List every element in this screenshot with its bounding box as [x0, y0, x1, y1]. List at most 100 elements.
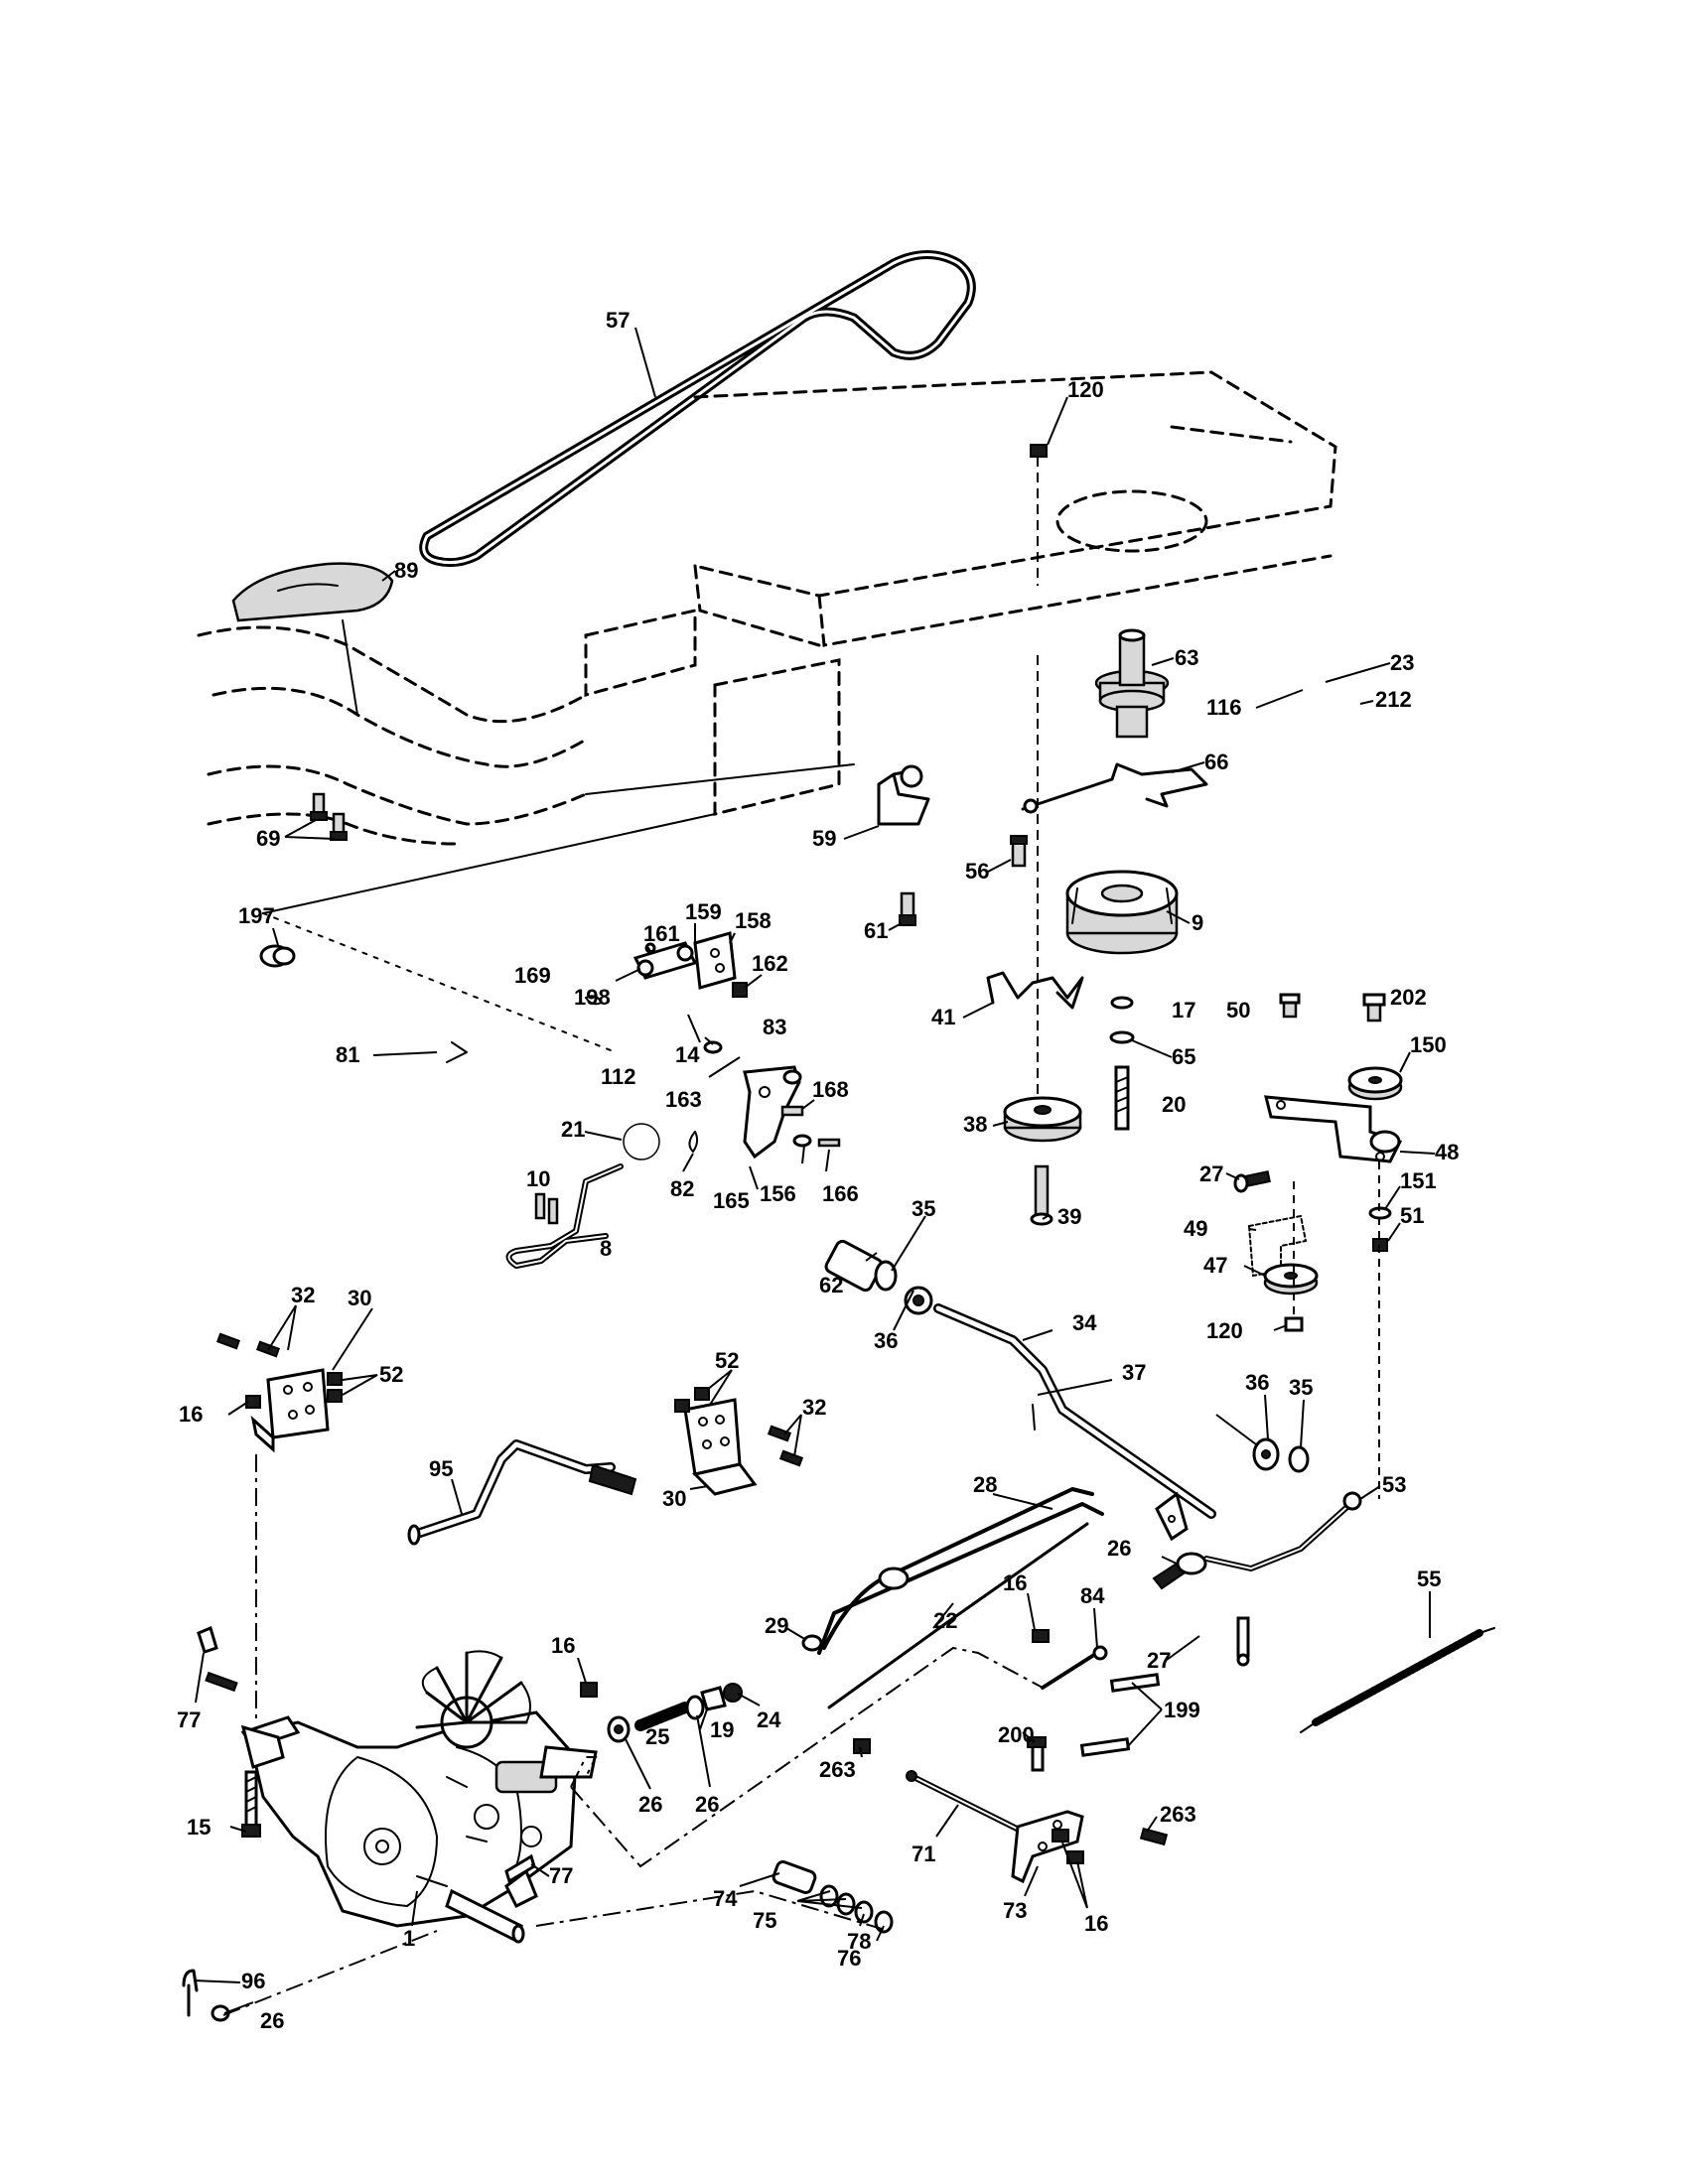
- callout-32: 32: [291, 1283, 315, 1307]
- callout-56: 56: [965, 859, 989, 884]
- shift-lever: [407, 1439, 637, 1546]
- callout-112: 112: [601, 1064, 636, 1089]
- callout-156: 156: [760, 1181, 796, 1206]
- shaft-washers: [1215, 1414, 1310, 1473]
- left-mounting-bracket: [215, 1332, 343, 1453]
- transaxle: [197, 1625, 598, 1944]
- callout-53: 53: [1382, 1472, 1406, 1497]
- callout-150: 150: [1410, 1032, 1447, 1057]
- callout-159: 159: [685, 899, 722, 924]
- callout-16-upper: 16: [551, 1633, 575, 1658]
- callout-27: 27: [1199, 1161, 1223, 1186]
- callout-labels: 57 120 89 63 23 116 212 66 69 59 56 61 9…: [177, 308, 1459, 2033]
- callout-52-center: 52: [715, 1348, 739, 1373]
- wire-guide-bracket: [877, 764, 930, 826]
- callout-169: 169: [514, 963, 551, 988]
- callout-165: 165: [713, 1188, 750, 1213]
- callout-116: 116: [1206, 695, 1242, 720]
- callout-16-lower: 16: [1084, 1911, 1108, 1936]
- control-rods: [801, 1487, 1104, 1709]
- callout-162: 162: [752, 951, 788, 976]
- callout-57: 57: [606, 308, 630, 333]
- callout-200: 200: [998, 1722, 1035, 1747]
- callout-51: 51: [1400, 1203, 1424, 1228]
- callout-202: 202: [1390, 985, 1427, 1010]
- callout-leaders: [193, 327, 1436, 2014]
- callout-15: 15: [187, 1815, 210, 1840]
- callout-83: 83: [763, 1015, 786, 1039]
- callout-69: 69: [256, 826, 280, 851]
- link-rod: [1203, 1491, 1362, 1571]
- callout-29: 29: [765, 1613, 788, 1638]
- callout-39: 39: [1057, 1204, 1081, 1229]
- callout-10: 10: [526, 1166, 550, 1191]
- callout-16-left: 16: [179, 1402, 203, 1427]
- callout-151: 151: [1400, 1168, 1437, 1193]
- callout-158: 158: [735, 908, 772, 933]
- callout-263-left: 263: [819, 1757, 856, 1782]
- callout-8: 8: [600, 1236, 612, 1261]
- callout-26-a: 26: [638, 1792, 662, 1817]
- callout-75: 75: [753, 1908, 776, 1933]
- callout-63: 63: [1175, 645, 1198, 670]
- callout-55: 55: [1417, 1567, 1441, 1591]
- callout-50: 50: [1226, 998, 1250, 1023]
- brake-rod-and-bracket: [853, 1736, 1169, 1884]
- callout-34: 34: [1072, 1310, 1097, 1335]
- callout-78: 78: [847, 1929, 871, 1954]
- extension-spring: [1300, 1627, 1495, 1733]
- brake-lever: [505, 1123, 660, 1269]
- callout-84: 84: [1080, 1583, 1105, 1608]
- callout-49: 49: [1184, 1216, 1207, 1241]
- callout-30-center: 30: [662, 1486, 686, 1511]
- callout-38: 38: [963, 1112, 987, 1137]
- callout-120: 120: [1067, 377, 1104, 402]
- cooling-fan: [415, 1650, 531, 1749]
- callout-212: 212: [1375, 687, 1412, 712]
- callout-37: 37: [1122, 1360, 1146, 1385]
- callout-199: 199: [1164, 1698, 1200, 1722]
- callout-81: 81: [336, 1042, 359, 1067]
- callout-26-b: 26: [695, 1792, 719, 1817]
- pto-clutch-assembly: [899, 444, 1208, 1226]
- callout-9: 9: [1192, 910, 1203, 935]
- callout-35: 35: [912, 1196, 935, 1221]
- frame-bolts: [310, 792, 348, 841]
- callout-14: 14: [675, 1042, 700, 1067]
- callout-24: 24: [757, 1707, 781, 1732]
- cross-shaft: [824, 1239, 1216, 1542]
- callout-36: 36: [874, 1328, 898, 1353]
- callout-41: 41: [931, 1005, 955, 1029]
- callout-23: 23: [1390, 650, 1414, 675]
- callout-16-center: 16: [1003, 1570, 1027, 1595]
- seat-pan: [231, 562, 394, 716]
- callout-197: 197: [238, 903, 275, 928]
- callout-21: 21: [561, 1117, 585, 1142]
- callout-17: 17: [1172, 998, 1195, 1023]
- callout-62: 62: [819, 1273, 843, 1297]
- spring-stack: [580, 1682, 743, 1743]
- callout-76: 76: [837, 1946, 861, 1971]
- callout-263-right: 263: [1160, 1802, 1196, 1827]
- callout-66: 66: [1204, 750, 1228, 774]
- callout-1: 1: [403, 1926, 415, 1951]
- center-mounting-bracket: [674, 1387, 804, 1496]
- assembly-centerlines: [222, 1454, 1044, 2016]
- callout-20: 20: [1162, 1092, 1186, 1117]
- callout-77-right: 77: [549, 1863, 573, 1888]
- drive-belt: [419, 250, 976, 568]
- callout-168: 168: [812, 1077, 849, 1102]
- callout-19: 19: [710, 1717, 734, 1742]
- callout-59: 59: [812, 826, 836, 851]
- brake-linkage: [446, 931, 841, 1160]
- callout-28: 28: [973, 1472, 997, 1497]
- callout-30: 30: [348, 1286, 371, 1310]
- callout-89: 89: [394, 558, 418, 583]
- callout-25: 25: [645, 1724, 669, 1749]
- callout-65: 65: [1172, 1044, 1195, 1069]
- tractor-frame-outline: [197, 370, 1337, 1053]
- link-pin-assembly: [1032, 1629, 1161, 1757]
- callout-35-right: 35: [1289, 1375, 1313, 1400]
- callout-61: 61: [864, 918, 888, 943]
